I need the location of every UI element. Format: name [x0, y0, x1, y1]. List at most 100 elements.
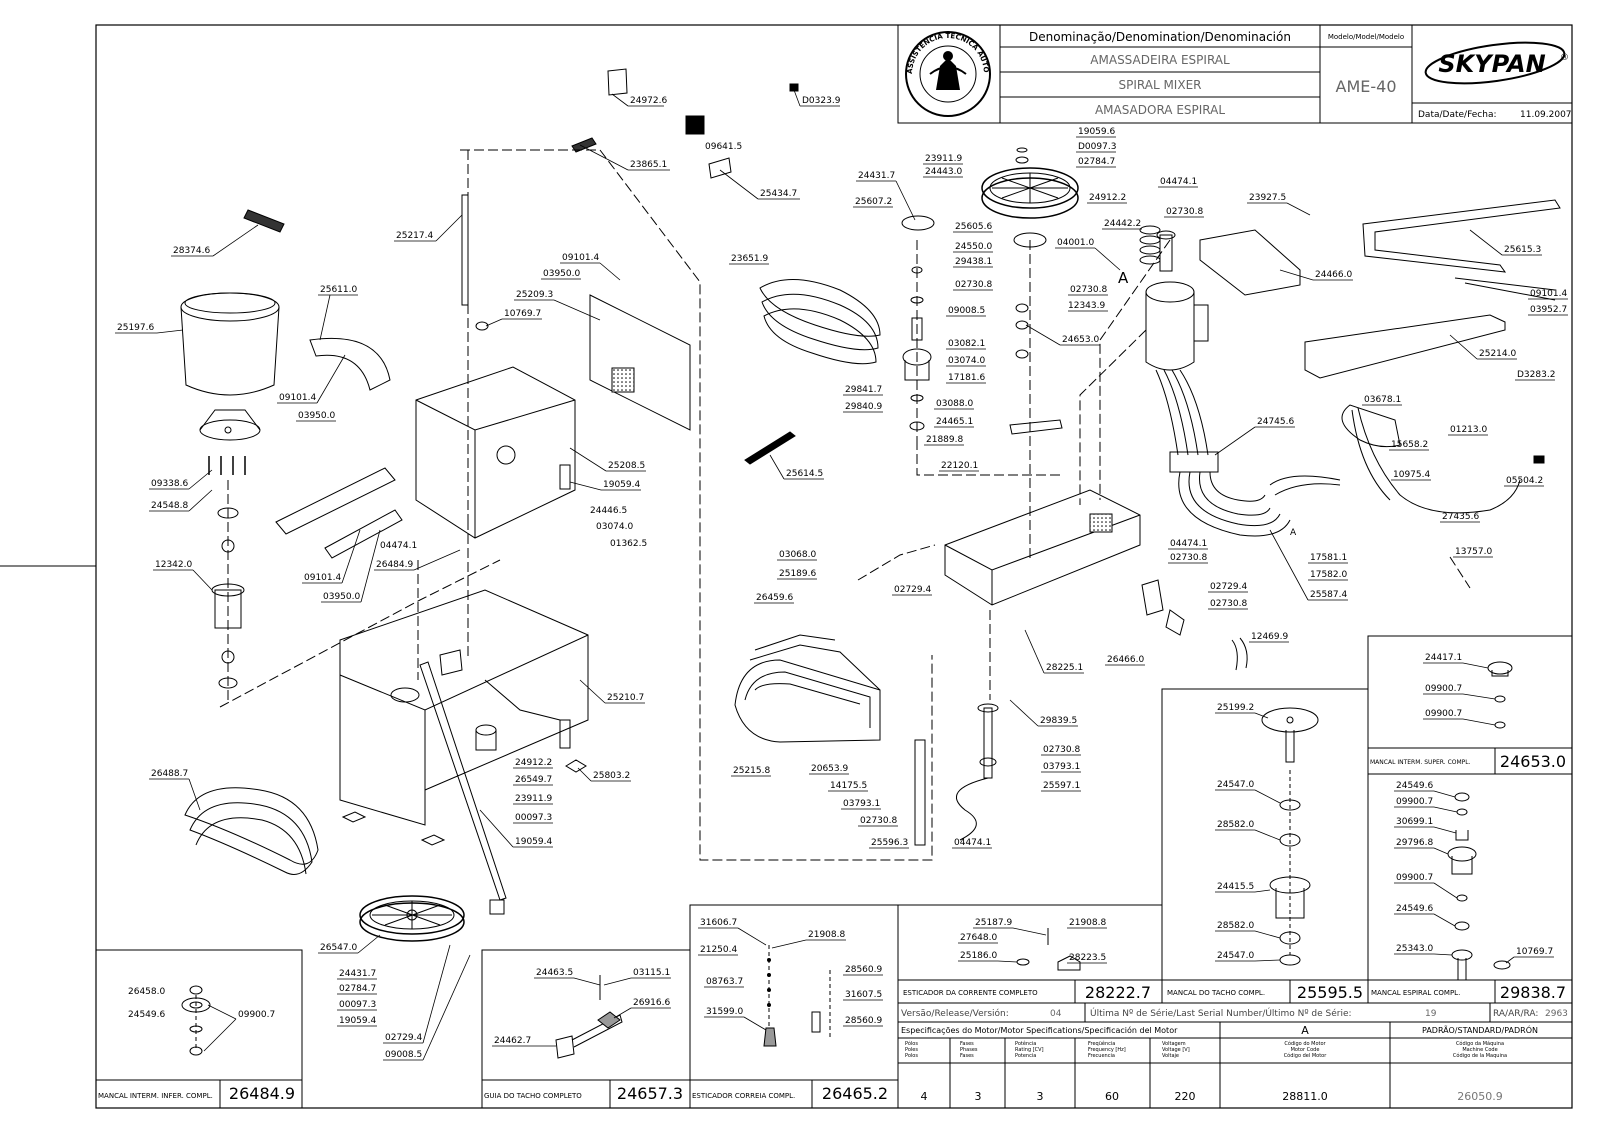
part-label: 12469.9: [1251, 632, 1288, 642]
part-label: 25611.0: [320, 285, 357, 295]
motor-voltage: 220: [1175, 1090, 1196, 1103]
part-label: 26459.6: [756, 593, 793, 603]
part-label: 28560.9: [845, 965, 882, 975]
part-label: 03074.0: [596, 522, 633, 532]
part-label: 03068.0: [779, 550, 816, 560]
part-label: 29796.8: [1396, 838, 1433, 848]
ra-value: 2963: [1545, 1009, 1568, 1019]
motor-poles: 4: [921, 1090, 928, 1103]
part-label: 02730.8: [1070, 285, 1107, 295]
part-label: 04474.1: [1170, 539, 1207, 549]
part-label: 19059.6: [1078, 127, 1115, 137]
part-label: D3283.2: [1517, 370, 1555, 380]
part-label: 28374.6: [173, 246, 210, 256]
part-label: 20653.9: [811, 764, 848, 774]
assembly-dashed-lines: [219, 149, 1471, 861]
part-label: 31599.0: [706, 1007, 743, 1017]
part-label: 03952.7: [1530, 305, 1567, 315]
part-label: 25605.6: [955, 222, 992, 232]
part-label: 23865.1: [630, 160, 667, 170]
part-label: 28582.0: [1217, 921, 1254, 931]
name-english: SPIRAL MIXER: [1119, 78, 1202, 92]
box-lower-intermediate-bearing: 26458.0 24549.6 09900.7 MANCAL INTERM. I…: [95, 949, 303, 1109]
part-label: 03793.1: [843, 799, 880, 809]
part-label: 09900.7: [1425, 684, 1462, 694]
part-label: 31606.7: [700, 918, 737, 928]
part-label: 13757.0: [1455, 547, 1492, 557]
box-code: 24657.3: [617, 1084, 683, 1103]
serial-label: Última Nº de Série/Last Serial Number/Úl…: [1090, 1007, 1352, 1019]
version-label: Versão/Release/Versión:: [901, 1008, 1009, 1019]
part-label: 09101.4: [304, 573, 341, 583]
part-label: 26547.0: [320, 943, 357, 953]
part-label: 24417.1: [1425, 653, 1462, 663]
part-label: 03074.0: [948, 356, 985, 366]
part-label: 02730.8: [1210, 599, 1247, 609]
part-label: 25214.0: [1479, 349, 1516, 359]
part-label: 02730.8: [1043, 745, 1080, 755]
part-label: 10975.4: [1393, 470, 1430, 480]
part-label: 10769.7: [504, 309, 541, 319]
part-label: 24549.6: [1396, 904, 1433, 914]
part-label: 19059.4: [515, 837, 552, 847]
part-label: 31607.5: [845, 990, 882, 1000]
part-label: 10769.7: [1516, 947, 1553, 957]
part-label: 25209.3: [516, 290, 553, 300]
part-label: 24548.8: [151, 501, 188, 511]
part-label: 26466.0: [1107, 655, 1144, 665]
motor-callout-letter: A: [1118, 269, 1129, 287]
box-caption: MANCAL INTERM. SUPER. COMPL.: [1370, 759, 1471, 766]
part-label: 28582.0: [1217, 820, 1254, 830]
box-caption: MANCAL ESPIRAL COMPL.: [1371, 989, 1460, 997]
part-label: 24912.2: [515, 758, 552, 768]
part-label: 00097.3: [339, 1000, 376, 1010]
box-bowl-guide: 24463.5 03115.1 26916.6 24462.7 GUIA DO …: [481, 949, 691, 1109]
part-label: 28560.9: [845, 1016, 882, 1026]
part-label: 29841.7: [845, 385, 882, 395]
part-label: 03115.1: [633, 968, 670, 978]
part-label: 24549.6: [1396, 781, 1433, 791]
seal-logo: ASSISTÊNCIA TÉCNICA AUTORIZADA: [0, 0, 991, 117]
part-label: 03088.0: [936, 399, 973, 409]
col-head: Voltagem: [1162, 1041, 1186, 1047]
part-label: 25187.9: [975, 918, 1012, 928]
part-label: 24465.1: [936, 417, 973, 427]
part-label: 24443.0: [925, 167, 962, 177]
part-label: 29840.9: [845, 402, 882, 412]
part-label: 26484.9: [376, 560, 413, 570]
col-head: Código de la Maquina: [1453, 1052, 1507, 1059]
part-label: 03950.0: [543, 269, 580, 279]
part-label: 01362.5: [610, 539, 647, 549]
part-label: 23911.9: [925, 154, 962, 164]
part-label: D0097.3: [1078, 142, 1116, 152]
part-label: 29839.5: [1040, 716, 1077, 726]
box-code: 28222.7: [1085, 983, 1151, 1002]
part-label: 17181.6: [948, 373, 985, 383]
box-upper-intermediate-bearing: 24417.1 09900.7 09900.7 MANCAL INTERM. S…: [1367, 635, 1573, 775]
part-label: 12342.0: [155, 560, 192, 570]
part-label: 23911.9: [515, 794, 552, 804]
col-head: Machine Code: [1462, 1047, 1497, 1053]
part-label: 21250.4: [700, 945, 737, 955]
part-label: 24442.2: [1104, 219, 1141, 229]
part-label: 09101.4: [279, 393, 316, 403]
col-head: Motor Code: [1291, 1047, 1320, 1053]
part-label: 26549.7: [515, 775, 552, 785]
part-label: 24466.0: [1315, 270, 1352, 280]
name-portuguese: AMASSADEIRA ESPIRAL: [1090, 53, 1230, 67]
name-spanish: AMASADORA ESPIRAL: [1095, 103, 1225, 117]
box-code: 25595.5: [1297, 983, 1363, 1002]
part-label: 25614.5: [786, 469, 823, 479]
part-label: 19059.4: [603, 480, 640, 490]
box-code: 24653.0: [1500, 752, 1566, 771]
model-code: AME-40: [1336, 77, 1397, 96]
serial-value: 19: [1425, 1009, 1437, 1019]
part-label: 08763.7: [706, 977, 743, 987]
part-label: D0323.9: [802, 96, 841, 106]
part-label: 25217.4: [396, 231, 433, 241]
part-label: 02729.4: [1210, 582, 1247, 592]
part-label: 01213.0: [1450, 425, 1487, 435]
box-bowl-bearing: 25199.2 24547.0 28582.0 24415.5 28582.0 …: [1161, 688, 1369, 1004]
brand-logo: SKYPAN ®: [1424, 41, 1569, 85]
